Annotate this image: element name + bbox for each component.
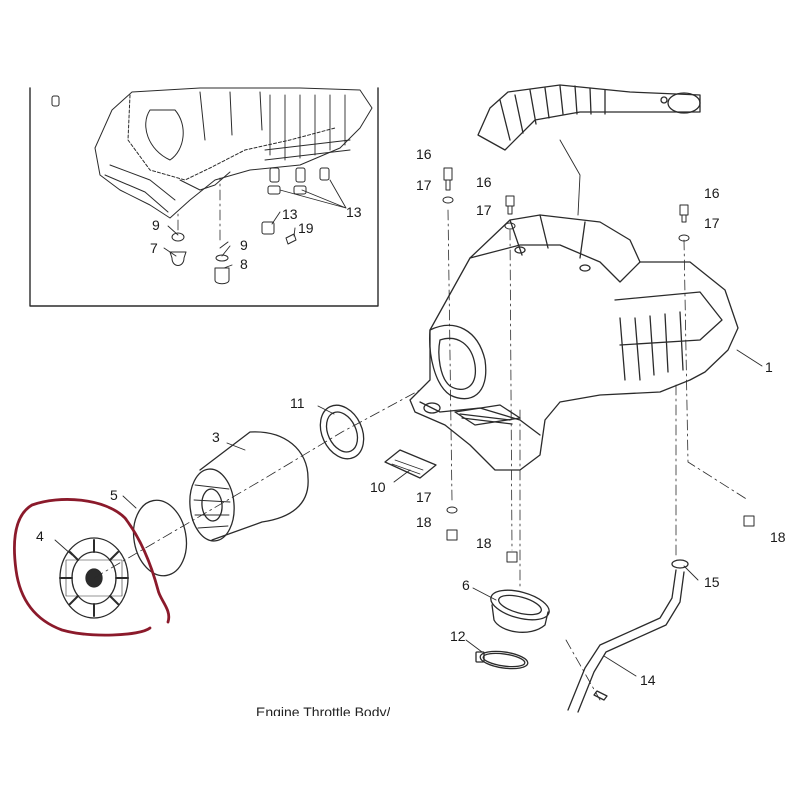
part-label-plate xyxy=(384,449,437,479)
callout-17-d: 17 xyxy=(416,489,432,505)
leader-lines xyxy=(54,139,763,677)
callout-16-a: 16 xyxy=(416,146,432,162)
callout-14: 14 xyxy=(640,672,656,688)
callout-9-left: 9 xyxy=(152,217,160,233)
callout-13-left: 13 xyxy=(282,206,298,222)
highlight-annotation xyxy=(13,498,171,637)
callout-3: 3 xyxy=(212,429,220,445)
part-airbox-housing xyxy=(409,214,739,471)
callout-17-b: 17 xyxy=(476,202,492,218)
inset-hardware xyxy=(169,167,330,285)
callout-10: 10 xyxy=(370,479,386,495)
part-intake-duct xyxy=(477,84,701,151)
callout-19: 19 xyxy=(298,220,314,236)
diagram-caption: Engine Throttle Body/ xyxy=(256,704,391,716)
part-seal-ring xyxy=(319,404,365,460)
callout-17-a: 17 xyxy=(416,177,432,193)
callout-13-right: 13 xyxy=(346,204,362,220)
part-filter-cover xyxy=(59,537,129,619)
callout-11: 11 xyxy=(290,395,305,411)
callout-7: 7 xyxy=(150,240,158,256)
callout-18-a: 18 xyxy=(416,514,432,530)
callout-1: 1 xyxy=(765,359,773,375)
callout-17-c: 17 xyxy=(704,215,720,231)
callout-16-b: 16 xyxy=(476,174,492,190)
part-drain-hose xyxy=(567,559,689,713)
part-hose-clamp xyxy=(475,650,529,670)
callout-15: 15 xyxy=(704,574,720,590)
part-throttle-adapter xyxy=(490,589,550,633)
assembly-axis-lines xyxy=(93,177,749,701)
callout-8: 8 xyxy=(240,256,248,272)
callout-9-right: 9 xyxy=(240,237,248,253)
fastener-bolts xyxy=(442,167,755,563)
callout-16-c: 16 xyxy=(704,185,720,201)
inset-airbox-sketch xyxy=(51,87,373,219)
callout-6: 6 xyxy=(462,577,470,593)
inset-detail-frame xyxy=(29,87,379,307)
callout-4: 4 xyxy=(36,528,44,544)
callout-18-c: 18 xyxy=(770,529,786,545)
callout-5: 5 xyxy=(110,487,118,503)
callout-12: 12 xyxy=(450,628,466,644)
part-air-filter xyxy=(189,431,309,542)
part-o-ring xyxy=(132,499,188,577)
callout-18-b: 18 xyxy=(476,535,492,551)
